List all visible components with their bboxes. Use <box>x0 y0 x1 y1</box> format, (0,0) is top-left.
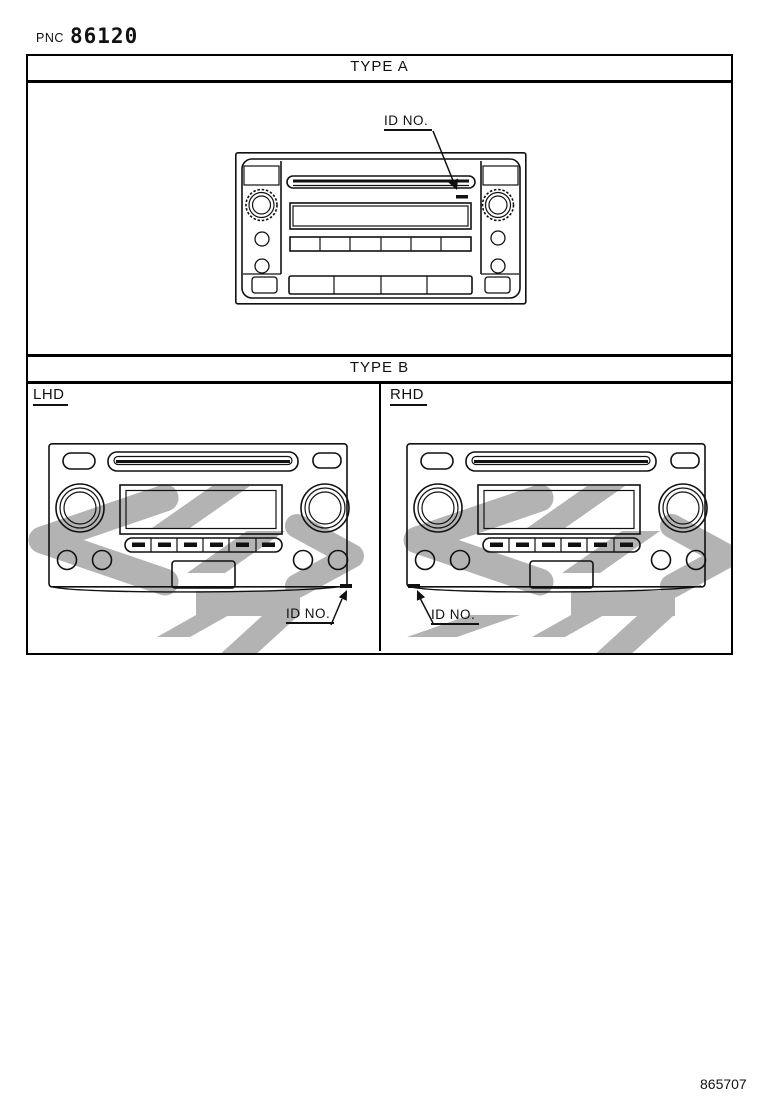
type-b-header-top-rule <box>26 354 733 357</box>
id-plate-mark <box>456 195 468 199</box>
type-a-radio-drawing <box>235 152 527 305</box>
lhd-rhd-divider <box>379 384 381 651</box>
type-b-header-bottom-rule <box>26 381 733 384</box>
leader-arrow-rhd <box>416 590 434 624</box>
type-b-header: TYPE B <box>349 359 410 376</box>
type-a-header-rule <box>26 80 733 83</box>
lhd-label: LHD <box>33 386 68 406</box>
pnc-label: PNC <box>36 31 64 45</box>
id-no-label-lhd: ID NO. <box>286 606 335 624</box>
id-no-label-type-a: ID NO. <box>384 113 433 131</box>
doc-number: 865707 <box>700 1076 747 1092</box>
type-a-header: TYPE A <box>350 58 409 75</box>
id-no-label-rhd: ID NO. <box>431 607 480 625</box>
id-plate-mark <box>340 584 352 588</box>
leader-arrow-type-a <box>432 130 458 190</box>
type-b-rhd-radio-drawing <box>406 442 708 624</box>
leader-arrow-lhd <box>330 590 347 626</box>
part-number: 86120 <box>70 24 139 48</box>
rhd-label: RHD <box>390 386 427 406</box>
type-b-lhd-radio-drawing <box>48 442 352 626</box>
id-plate-mark <box>408 584 420 588</box>
